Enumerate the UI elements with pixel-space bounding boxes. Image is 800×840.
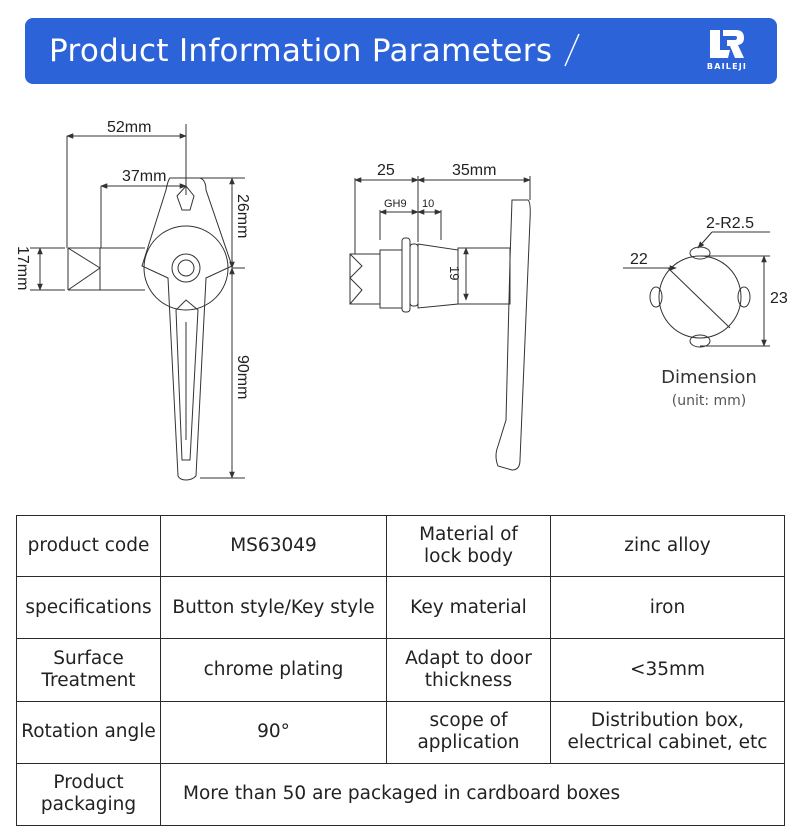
cell-label: Key material <box>386 576 551 640</box>
cell-value: More than 50 are packaged in cardboard b… <box>160 762 785 827</box>
side-view <box>30 124 245 481</box>
cell-label: Product packaging <box>16 762 161 827</box>
brand-name: BAILEJI <box>706 62 748 71</box>
dimension-title: Dimension <box>661 367 757 388</box>
dim-17-label: 17mm <box>14 246 31 290</box>
table-row: Rotation angle 90° scope of application … <box>16 700 785 764</box>
table-row: specifications Button style/Key style Ke… <box>16 576 785 640</box>
dim-19-label: 19 <box>447 266 462 280</box>
technical-drawing: 52mm 37mm 26mm 90mm 17mm 25 35mm 19 2-R2… <box>14 119 788 481</box>
cell-value: 90° <box>160 700 387 764</box>
cell-value: <35mm <box>550 638 785 702</box>
table-row: product code MS63049 Material of lock bo… <box>16 514 785 578</box>
table-row: Surface Treatment chrome plating Adapt t… <box>16 638 785 702</box>
cell-label: Adapt to door thickness <box>386 638 551 702</box>
dim-26-label: 26mm <box>234 194 251 238</box>
dim-90-label: 90mm <box>234 355 251 399</box>
dim-22-label: 22 <box>630 251 648 268</box>
dim-10-label: 10 <box>422 198 434 210</box>
dim-35-label: 35mm <box>452 162 496 179</box>
cell-value: iron <box>550 576 785 640</box>
cell-label: Surface Treatment <box>16 638 161 702</box>
cell-label: product code <box>16 514 161 578</box>
dimension-caption: Dimension (unit: mm) <box>620 367 798 411</box>
cutout-view <box>623 231 770 348</box>
dim-52-label: 52mm <box>107 119 151 136</box>
cell-value: MS63049 <box>160 514 387 578</box>
slash-decoration <box>564 33 580 67</box>
cell-label: specifications <box>16 576 161 640</box>
spec-table: product code MS63049 Material of lock bo… <box>16 514 785 827</box>
cell-value: Button style/Key style <box>160 576 387 640</box>
cell-label: Rotation angle <box>16 700 161 764</box>
table-row: Product packaging More than 50 are packa… <box>16 762 785 827</box>
page-title: Product Information Parameters <box>49 33 553 69</box>
dim-37-label: 37mm <box>122 168 166 185</box>
cell-label: Material of lock body <box>386 514 551 578</box>
dim-23-label: 23 <box>770 290 788 307</box>
dim-25-label: 25 <box>377 162 395 179</box>
front-view <box>349 176 531 471</box>
cell-label: scope of application <box>386 700 551 764</box>
brand-logo-icon <box>710 30 744 58</box>
dim-gh9-label: GH9 <box>384 198 407 210</box>
cell-value: Distribution box, electrical cabinet, et… <box>550 700 785 764</box>
brand-logo: BAILEJI <box>697 28 757 78</box>
header-banner: Product Information Parameters BAILEJI <box>25 18 777 84</box>
dimension-unit: (unit: mm) <box>671 393 747 409</box>
cell-value: zinc alloy <box>550 514 785 578</box>
dim-r25-label: 2-R2.5 <box>706 215 754 232</box>
cell-value: chrome plating <box>160 638 387 702</box>
